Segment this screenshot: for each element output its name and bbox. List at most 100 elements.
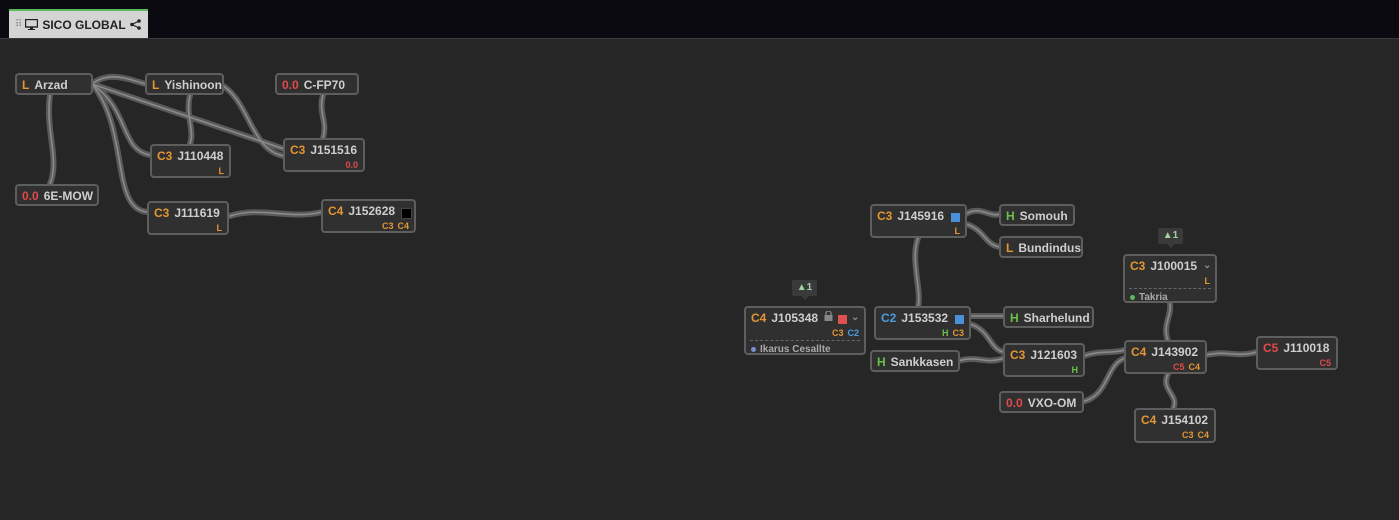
badge-count: 1 <box>1172 230 1179 241</box>
static-class: C5 <box>1172 362 1185 372</box>
system-class: L <box>1006 241 1014 255</box>
statics: H <box>1068 365 1079 375</box>
static-class: C3 <box>831 328 844 338</box>
system-name: J105348 <box>771 311 819 325</box>
static-class: H <box>1071 365 1079 375</box>
share-icon[interactable] <box>129 19 141 30</box>
lock-icon <box>824 310 833 324</box>
system-class: C3 <box>154 206 170 220</box>
owner-status-dot <box>751 346 756 352</box>
system-class: C4 <box>1141 413 1157 427</box>
system-name: J121603 <box>1030 348 1078 362</box>
system-name: J154102 <box>1161 413 1209 427</box>
system-security: 0.0 <box>1006 396 1023 410</box>
system-name: J153532 <box>901 311 949 325</box>
system-name: Sharhelund <box>1023 311 1090 325</box>
system-node-j145916[interactable]: C3 J145916 L <box>870 204 967 238</box>
system-name: Somouh <box>1019 209 1068 223</box>
system-name: J145916 <box>897 209 945 223</box>
system-name: VXO-OM <box>1027 396 1077 410</box>
system-node-somouh[interactable]: H Somouh <box>999 204 1075 226</box>
blue-marker <box>955 315 964 324</box>
system-security: 0.0 <box>22 189 39 203</box>
system-name: J151516 <box>310 143 358 157</box>
system-security: 0.0 <box>282 78 299 92</box>
system-name: J111619 <box>174 206 220 220</box>
system-class: C4 <box>1131 345 1147 359</box>
system-node-j151516[interactable]: C3 J151516 0.0 <box>283 138 365 172</box>
system-class: H <box>877 355 886 369</box>
count-badge[interactable]: ▲1 <box>1158 228 1183 248</box>
system-name: Sankkasen <box>890 355 954 369</box>
system-node-c-fp70[interactable]: 0.0 C-FP70 <box>275 73 359 95</box>
system-node-6e-mow[interactable]: 0.0 6E-MOW <box>15 184 99 206</box>
system-class: L <box>152 78 160 92</box>
static-class: C5 <box>1319 358 1331 368</box>
system-class: C3 <box>1010 348 1026 362</box>
statics: L <box>1201 276 1211 286</box>
static-class: L <box>954 226 961 236</box>
owner-name: Ikarus Cesallte <box>760 344 831 355</box>
system-name: J143902 <box>1151 345 1199 359</box>
system-name: J100015 <box>1150 259 1198 273</box>
chevron-down-icon[interactable]: ⌄ <box>1203 260 1212 271</box>
system-name: 6E-MOW <box>43 189 94 203</box>
system-name: C-FP70 <box>303 78 346 92</box>
system-node-bundindus[interactable]: L Bundindus <box>999 236 1083 258</box>
system-class: C5 <box>1263 341 1279 355</box>
system-name: Bundindus <box>1018 241 1081 255</box>
red-marker <box>838 315 847 324</box>
static-class: C3 <box>952 328 964 338</box>
chevron-down-icon[interactable]: ⌄ <box>851 312 860 323</box>
static-class: C3 <box>1181 430 1194 440</box>
drag-handle-icon[interactable]: ⠿ <box>15 19 22 30</box>
system-class: H <box>1010 311 1019 325</box>
system-class: C3 <box>877 209 893 223</box>
system-node-j121603[interactable]: C3 J121603 H <box>1003 343 1085 377</box>
statics: L <box>213 223 223 233</box>
tab-sico-global[interactable]: ⠿ SICO GLOBAL <box>9 9 148 38</box>
divider <box>1129 288 1211 289</box>
statics: L <box>215 166 225 176</box>
system-node-sankkasen[interactable]: H Sankkasen <box>870 350 960 372</box>
system-node-vxo-om[interactable]: 0.0 VXO-OM <box>999 391 1084 413</box>
monitor-icon <box>25 19 39 30</box>
badge-count: 1 <box>806 282 813 293</box>
system-node-sharhelund[interactable]: H Sharhelund <box>1003 306 1094 328</box>
system-node-j111619[interactable]: C3 J111619 L <box>147 201 229 235</box>
system-node-j110018[interactable]: C5 J110018 C5 <box>1256 336 1338 370</box>
static-class: L <box>216 223 223 233</box>
tab-title: SICO GLOBAL <box>42 17 126 32</box>
static-class: 0.0 <box>345 160 358 170</box>
system-name: J110018 <box>1283 341 1330 355</box>
blue-marker <box>951 213 960 222</box>
owner-label: Ikarus Cesallte <box>751 344 831 355</box>
statics: 0.0 <box>341 160 358 170</box>
statics: L <box>951 226 961 236</box>
divider <box>750 340 860 341</box>
static-class: H <box>941 328 949 338</box>
static-class: L <box>218 166 225 176</box>
owner-name: Takria <box>1139 292 1168 303</box>
system-class: C2 <box>881 311 897 325</box>
count-badge[interactable]: ▲1 <box>792 280 817 300</box>
system-class: L <box>22 78 30 92</box>
system-class: H <box>1006 209 1015 223</box>
system-class: C3 <box>290 143 306 157</box>
owner-label: Takria <box>1130 292 1168 303</box>
black-marker <box>401 208 412 219</box>
owner-status-dot <box>1130 294 1135 300</box>
